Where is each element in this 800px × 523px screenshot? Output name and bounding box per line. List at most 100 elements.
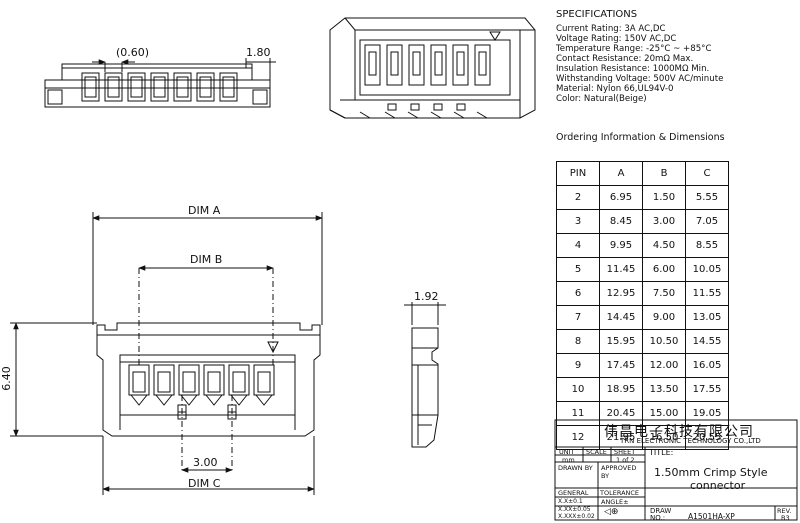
- table-cell: 8: [556, 329, 600, 354]
- unit-label: UNIT: [559, 448, 575, 456]
- dim-c-label: DIM C: [188, 477, 221, 490]
- top-right-dim-label: 1.80: [246, 46, 271, 59]
- no-label: NO.:: [650, 514, 666, 522]
- spec-line: Contact Resistance: 20mΩ Max.: [556, 54, 694, 64]
- drawn-by-label: DRAWN BY: [558, 464, 593, 472]
- general-label: GENERAL: [558, 489, 589, 497]
- table-cell: 8.55: [685, 233, 729, 258]
- spec-line: Color: Natural(Beige): [556, 94, 647, 104]
- table-cell: 7: [556, 305, 600, 330]
- table-cell: 3.00: [642, 209, 686, 234]
- drawing-number: A1501HA-XP: [688, 512, 735, 521]
- table-cell: 7.50: [642, 281, 686, 306]
- table-cell: 12.00: [642, 353, 686, 378]
- table-cell: 10.05: [685, 257, 729, 282]
- table-cell: 17.45: [599, 353, 643, 378]
- spec-line: Material: Nylon 66,UL94V-0: [556, 84, 674, 94]
- column-header: A: [599, 161, 643, 186]
- spec-line: Voltage Rating: 150V AC,DC: [556, 34, 677, 44]
- table-cell: 15.95: [599, 329, 643, 354]
- projection-symbol-icon: ◁⊕: [604, 507, 619, 517]
- front-view-contacts: [128, 364, 275, 420]
- rev-value: B3: [781, 514, 790, 522]
- scale-label: SCALE: [586, 448, 607, 456]
- dim-b-label: DIM B: [190, 253, 223, 266]
- table-cell: 16.05: [685, 353, 729, 378]
- tolerance-2: X.XX±0.05: [558, 506, 591, 513]
- table-cell: 5: [556, 257, 600, 282]
- table-cell: 11.55: [685, 281, 729, 306]
- sheet-label: SHEET: [614, 448, 636, 456]
- table-cell: 9.95: [599, 233, 643, 258]
- table-cell: 3: [556, 209, 600, 234]
- ordering-title: Ordering Information & Dimensions: [556, 132, 725, 143]
- table-cell: 13.50: [642, 377, 686, 402]
- table-cell: 20.55: [685, 425, 729, 450]
- spec-line: Insulation Resistance: 1000MΩ Min.: [556, 64, 710, 74]
- dim-a-label: DIM A: [188, 204, 221, 217]
- product-title-line1: 1.50mm Crimp Style: [654, 466, 768, 479]
- draw-label: DRAW: [650, 507, 672, 515]
- spec-line: Withstanding Voltage: 500V AC/minute: [556, 74, 724, 84]
- table-header-row: PIN A B C: [556, 161, 729, 186]
- company-name-en: TRN ELECTRONIC TECHNOLOGY CO.,LTD: [620, 437, 761, 445]
- side-width-label: 1.92: [414, 290, 439, 303]
- company-name-cn: 伟昌电子科技有限公司: [604, 424, 754, 440]
- unit-value: mm: [562, 456, 575, 464]
- table-cell: 6.95: [599, 185, 643, 210]
- spec-line: Current Rating: 3A AC,DC: [556, 24, 666, 34]
- table-cell: 9.00: [642, 305, 686, 330]
- height-dim-label: 6.40: [0, 366, 13, 391]
- table-cell: 21.95: [599, 425, 643, 450]
- table-cell: 1.50: [642, 185, 686, 210]
- top-view: [44, 58, 276, 108]
- rev-label: REV.: [777, 507, 792, 515]
- table-cell: 7.05: [685, 209, 729, 234]
- table-cell: 16.50: [642, 425, 686, 450]
- table-cell: 9: [556, 353, 600, 378]
- top-pitch-label: (0.60): [116, 46, 150, 59]
- column-header: C: [685, 161, 729, 186]
- table-cell: 6.00: [642, 257, 686, 282]
- side-view: [404, 302, 446, 448]
- approved-by-label: APPROVED BY: [601, 464, 637, 480]
- table-cell: 14.45: [599, 305, 643, 330]
- table-cell: 8.45: [599, 209, 643, 234]
- table-cell: 19.05: [685, 401, 729, 426]
- table-cell: 6: [556, 281, 600, 306]
- table-cell: 12: [556, 425, 600, 450]
- table-cell: 5.55: [685, 185, 729, 210]
- table-cell: 10.50: [642, 329, 686, 354]
- pitch-dim-label: 3.00: [193, 456, 218, 469]
- title-label: TITLE:: [649, 448, 674, 457]
- table-cell: 10: [556, 377, 600, 402]
- table-cell: 12.95: [599, 281, 643, 306]
- column-header: PIN: [556, 161, 600, 186]
- table-cell: 4: [556, 233, 600, 258]
- isometric-view: [329, 17, 536, 119]
- table-cell: 11: [556, 401, 600, 426]
- tolerance-3: X.XXX±0.02: [558, 513, 595, 520]
- table-cell: 13.05: [685, 305, 729, 330]
- table-cell: 18.95: [599, 377, 643, 402]
- column-header: B: [642, 161, 686, 186]
- front-view: [96, 268, 321, 470]
- angle-label: ANGLE±: [601, 498, 629, 506]
- tolerance-1: X.X±0.1: [558, 498, 583, 505]
- spec-line: Temperature Range: -25°C ~ +85°C: [556, 44, 712, 54]
- table-cell: 14.55: [685, 329, 729, 354]
- table-cell: 17.55: [685, 377, 729, 402]
- product-title-line2: connector: [690, 479, 746, 492]
- table-cell: 11.45: [599, 257, 643, 282]
